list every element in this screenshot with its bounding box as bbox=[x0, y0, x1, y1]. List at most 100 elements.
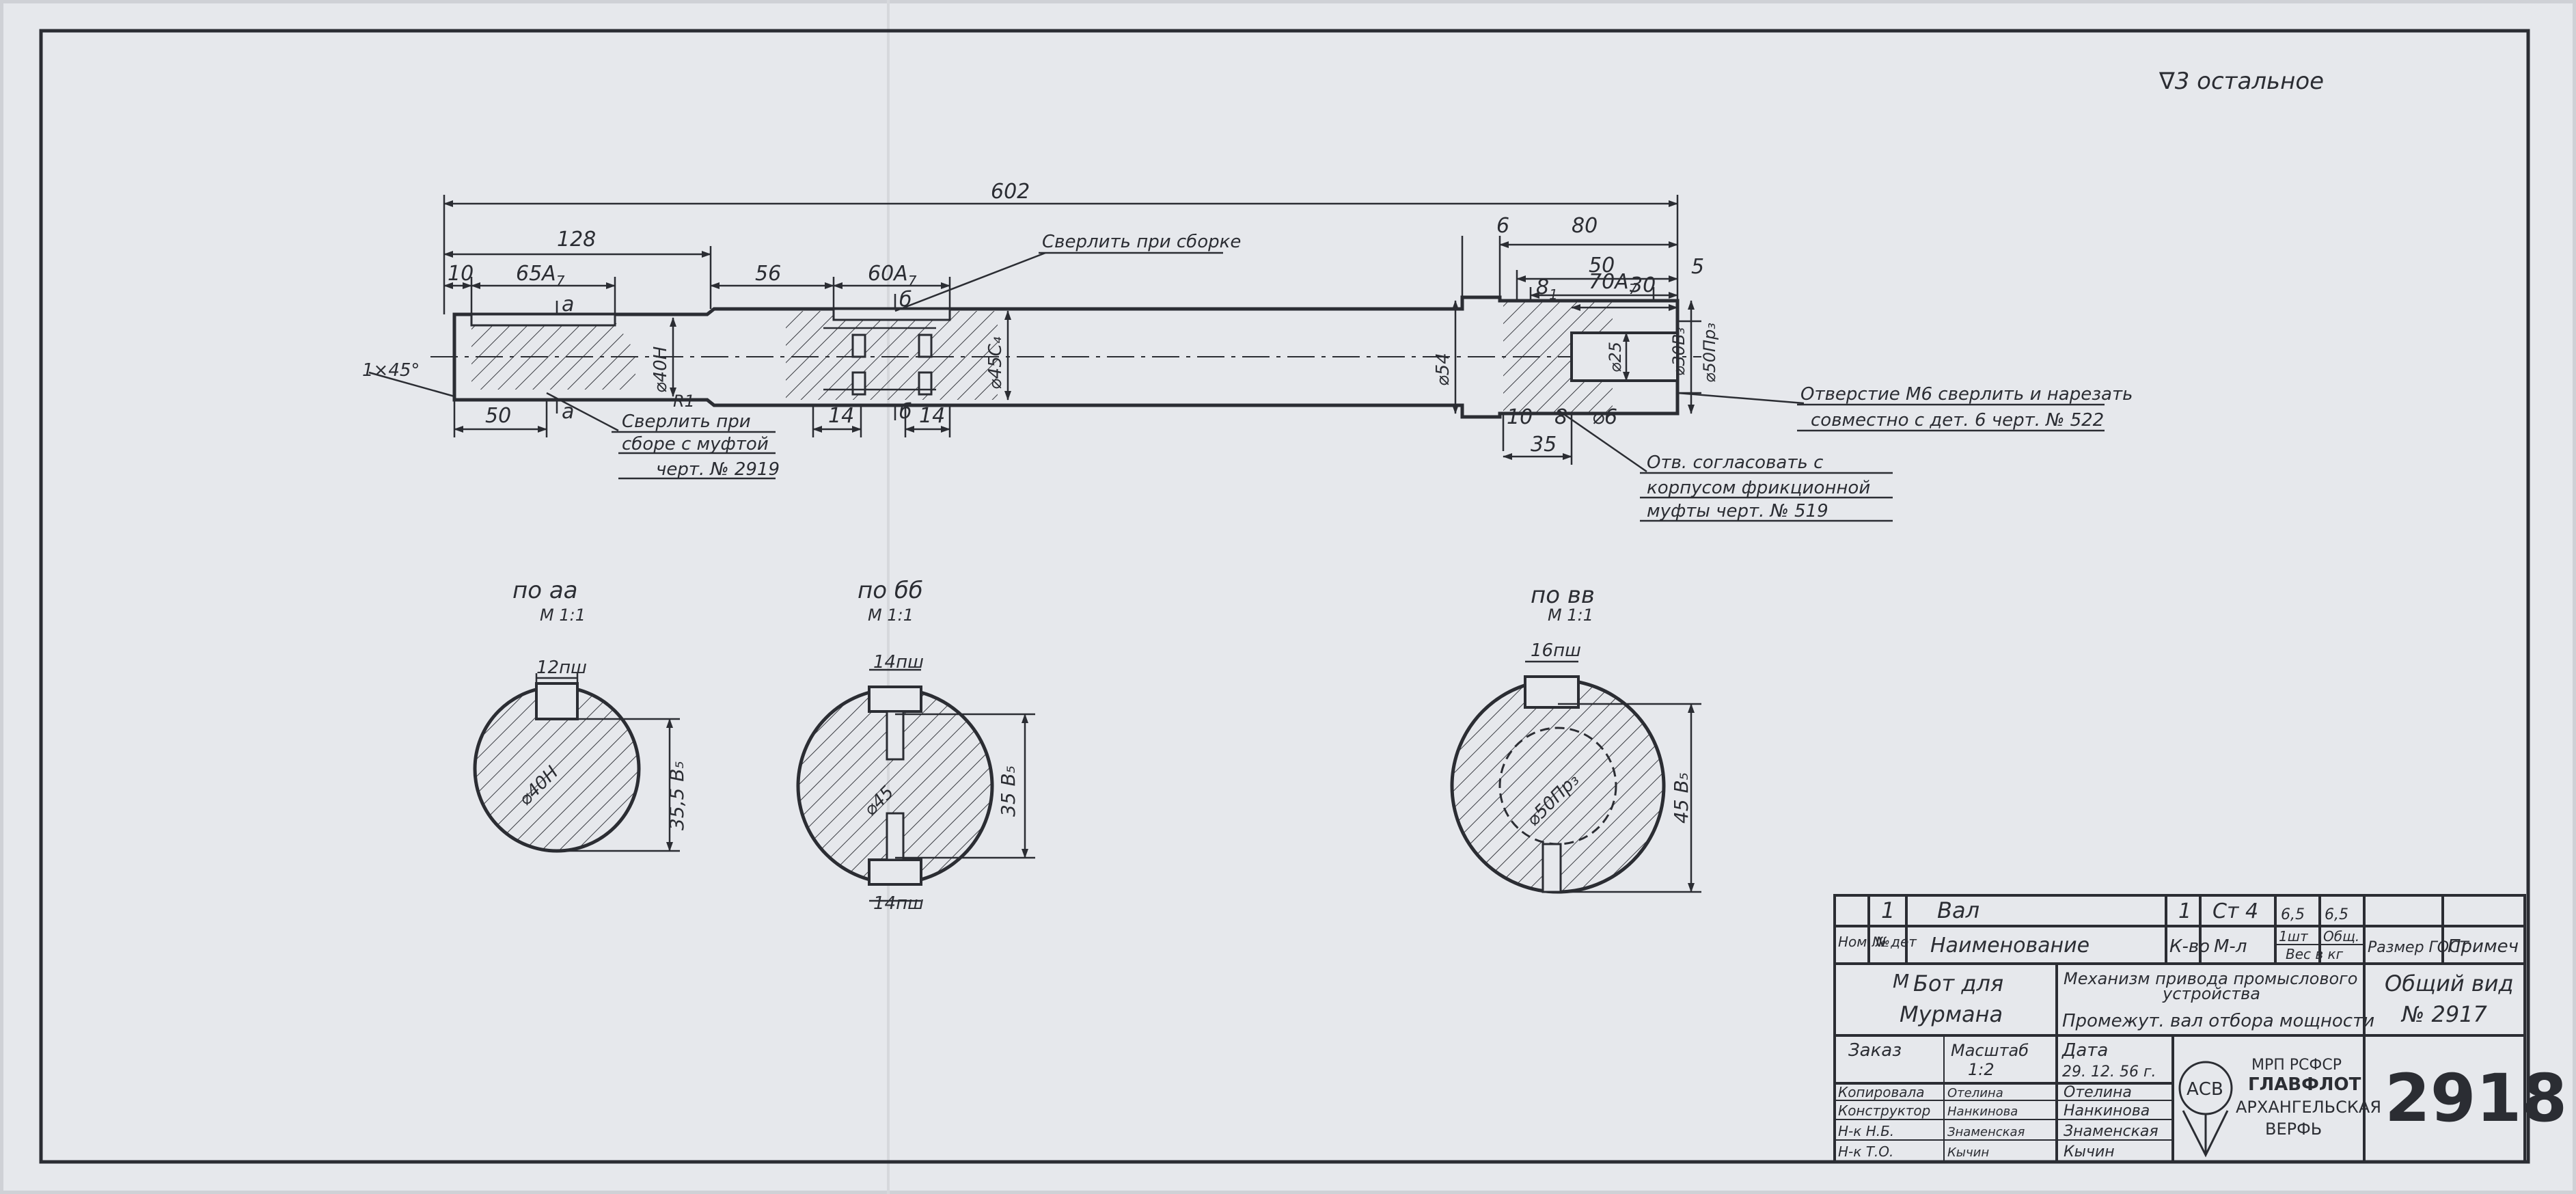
dim-total: 602 bbox=[991, 180, 1030, 204]
pin-hole-3 bbox=[851, 371, 866, 396]
section-aa-key: 12пш bbox=[536, 657, 587, 678]
dim-30: 30 bbox=[1630, 273, 1656, 297]
note-hole-agree-2: корпусом фрикционной bbox=[1647, 478, 1870, 498]
tb-sign-4: Кычин bbox=[1947, 1145, 1989, 1160]
section-mark-a-top: а bbox=[562, 293, 574, 316]
note-hole-m6-2: совместно с дет. 6 черт. № 522 bbox=[1811, 410, 2104, 431]
dim-dia40: ⌀40Н bbox=[650, 347, 671, 393]
tb-scale-value: 1:2 bbox=[1968, 1060, 1995, 1079]
tb-unit-weight: 6,5 bbox=[2281, 906, 2305, 923]
tb-sign-3: Знаменская bbox=[1947, 1125, 2025, 1139]
dim-dia45: ⌀45С₄ bbox=[985, 336, 1006, 390]
tb-order-label: Заказ bbox=[1848, 1040, 1902, 1061]
tb-project-2: Мурмана bbox=[1900, 1001, 2003, 1027]
tb-hdr-size: Размер ГОСТ bbox=[2368, 939, 2469, 956]
tb-part-qty: 1 bbox=[2178, 899, 2191, 923]
note-hole-m6-1: Отверстие М6 сверлить и нарезать bbox=[1800, 384, 2133, 405]
tb-sign-1: Отелина bbox=[1947, 1086, 2003, 1100]
dim-6-dia: ⌀6 bbox=[1592, 405, 1617, 429]
tb-role-1: Копировала bbox=[1838, 1084, 1925, 1100]
section-bb-pin-top bbox=[886, 710, 905, 761]
section-vv-title: по вв bbox=[1531, 582, 1595, 609]
note-drill-coupling-2: сборе с муфтой bbox=[622, 434, 769, 454]
tb-scale-label: Масштаб bbox=[1951, 1041, 2029, 1060]
dim-8-right: 8 bbox=[1554, 405, 1567, 429]
pin-hole-4 bbox=[918, 371, 933, 396]
hatch-region-mid bbox=[786, 311, 998, 400]
section-bb: по бб М 1:1 14пш 14пш 35 В₅ ⌀45 bbox=[796, 577, 1035, 914]
section-bb-title: по бб bbox=[858, 577, 923, 604]
section-vv-key: 16пш bbox=[1531, 640, 1581, 661]
roughness-note: ∇3 остальное bbox=[2159, 68, 2324, 95]
dim-dia50: ⌀50Пр₃ bbox=[1700, 323, 1719, 383]
tb-project-1: Бот для bbox=[1913, 971, 2003, 996]
tb-assembly: Промежут. вал отбора мощности bbox=[2062, 1011, 2374, 1031]
dim-70: 70А7 bbox=[1589, 270, 1638, 297]
section-bb-pin-bottom bbox=[886, 812, 905, 861]
dim-14-b: 14 bbox=[919, 404, 945, 428]
tb-hdr-weight-1: 1шт bbox=[2279, 928, 2309, 945]
dim-65: 65А7 bbox=[516, 262, 565, 289]
tb-name-3: Знаменская bbox=[2064, 1123, 2159, 1140]
keyway-b bbox=[832, 308, 951, 321]
dim-6-top: 6 bbox=[1496, 214, 1509, 238]
dim-128: 128 bbox=[557, 228, 596, 252]
tb-sign-2: Нанкинова bbox=[1947, 1104, 2018, 1119]
tb-hdr-pos: Ном. № bbox=[1838, 934, 1890, 950]
tb-total-weight: 6,5 bbox=[2325, 906, 2348, 923]
section-bb-keyway-top bbox=[868, 686, 922, 713]
section-vv-keyway bbox=[1524, 675, 1580, 709]
tb-qty: 1 bbox=[1881, 897, 1895, 923]
section-aa-title: по аа bbox=[512, 577, 578, 604]
dim-80: 80 bbox=[1572, 214, 1598, 238]
main-view bbox=[368, 195, 2105, 522]
tb-hdr-weight-2: Общ. bbox=[2323, 928, 2359, 945]
section-mark-a-bottom: а bbox=[562, 400, 574, 424]
tb-project-m: М bbox=[1893, 970, 1909, 992]
dim-chamfer: 1×45° bbox=[362, 360, 420, 381]
tb-org-4: ВЕРФЬ bbox=[2265, 1120, 2322, 1139]
dim-50-left: 50 bbox=[485, 404, 511, 428]
section-bb-key: 14пш bbox=[873, 652, 924, 673]
note-hole-agree-3: муфты черт. № 519 bbox=[1647, 501, 1828, 521]
section-aa-keyway bbox=[535, 682, 579, 720]
tb-mechanism-2: устройства bbox=[2162, 984, 2260, 1003]
tb-date-label: Дата bbox=[2061, 1040, 2108, 1061]
keyway-a bbox=[470, 313, 616, 327]
tb-hdr-name: Наименование bbox=[1930, 934, 2089, 958]
pin-hole-2 bbox=[918, 334, 933, 358]
dim-35: 35 bbox=[1531, 433, 1557, 457]
tb-hdr-mat: М-л bbox=[2214, 936, 2247, 957]
dim-14-a: 14 bbox=[828, 404, 854, 428]
pin-hole-1 bbox=[851, 334, 866, 358]
dim-81: 81 bbox=[1536, 275, 1558, 303]
section-mark-b-bottom: б bbox=[899, 400, 912, 424]
tb-name-4: Кычин bbox=[2064, 1143, 2115, 1161]
dim-r1: R1 bbox=[673, 392, 695, 411]
section-vv: по вв М 1:1 16пш 45 В₅ ⌀50Пр₃ bbox=[1450, 582, 1701, 894]
dim-56: 56 bbox=[755, 262, 781, 286]
dim-dia25: ⌀25 bbox=[1606, 342, 1625, 372]
title-block bbox=[1833, 894, 2526, 1163]
tb-mechanism-1: Механизм привода промыслового bbox=[2064, 969, 2357, 988]
tb-hdr-note: Примеч bbox=[2448, 936, 2519, 957]
shaft-outline bbox=[452, 295, 1680, 419]
tb-hdr-det: № дет bbox=[1872, 934, 1917, 950]
tb-material: Ст 4 bbox=[2212, 899, 2258, 923]
section-bb-keyway-bottom bbox=[868, 858, 922, 886]
drawing-frame bbox=[39, 29, 2530, 1164]
tb-org-3: АРХАНГЕЛЬСКАЯ bbox=[2236, 1098, 2381, 1117]
section-bb-scale: М 1:1 bbox=[868, 606, 914, 625]
section-bb-key-bottom: 14пш bbox=[873, 893, 924, 914]
dim-5: 5 bbox=[1691, 255, 1704, 279]
tb-drawing-no: 2918 bbox=[2385, 1060, 2567, 1137]
tb-general-view-no: № 2917 bbox=[2400, 1001, 2488, 1027]
tb-part-name: Вал bbox=[1937, 897, 1979, 923]
note-hole-agree-1: Отв. согласовать с bbox=[1647, 452, 1823, 473]
tb-hdr-weight-3: Вес в кг bbox=[2286, 946, 2344, 962]
section-aa: по аа М 1:1 12пш 35,5 В₅ ⌀40Н bbox=[473, 577, 688, 853]
dim-10: 10 bbox=[448, 262, 474, 286]
section-aa-scale: М 1:1 bbox=[540, 606, 586, 625]
